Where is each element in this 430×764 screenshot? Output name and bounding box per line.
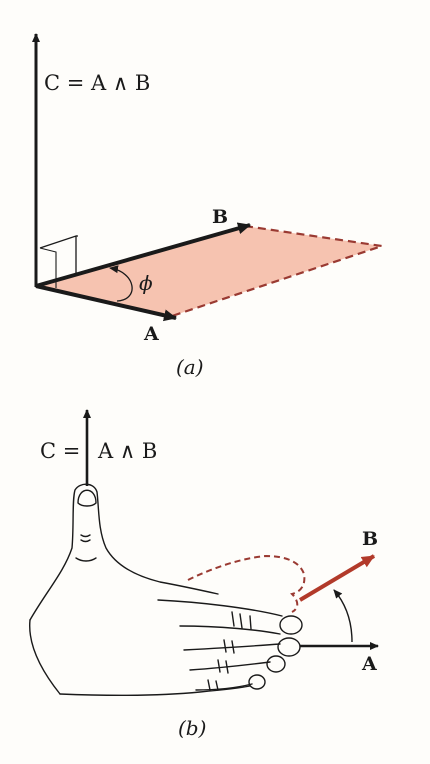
panel-b-equation-left: C = bbox=[40, 439, 81, 463]
vector-a-arrow bbox=[35, 284, 177, 322]
rotated-fingers-dashed bbox=[187, 554, 306, 613]
right-angle-marker bbox=[39, 235, 78, 276]
panel-b-label-b: B bbox=[362, 528, 379, 550]
vector-b-arrow bbox=[35, 222, 251, 288]
panel-a-caption: (a) bbox=[176, 355, 204, 379]
plane-dashed-edge bbox=[171, 224, 383, 318]
angle-arc bbox=[109, 265, 133, 302]
panel-b-label-a: A bbox=[362, 653, 377, 675]
rotation-arc bbox=[333, 589, 353, 643]
right-angle-marker-side bbox=[39, 247, 57, 288]
panel-b bbox=[29, 409, 379, 697]
ab-plane bbox=[36, 226, 382, 316]
panel-a-equation: C = A ∧ B bbox=[44, 71, 151, 95]
panel-a-angle-label: ϕ bbox=[139, 271, 153, 295]
panel-b-equation-right: A ∧ B bbox=[98, 439, 158, 463]
right-hand-drawing bbox=[29, 483, 303, 697]
panel-a-label-a: A bbox=[144, 323, 159, 345]
panel-b-caption: (b) bbox=[178, 716, 207, 740]
panel-a bbox=[32, 33, 383, 322]
panel-a-label-b: B bbox=[212, 206, 229, 228]
hand-vector-b-arrow bbox=[298, 554, 376, 602]
